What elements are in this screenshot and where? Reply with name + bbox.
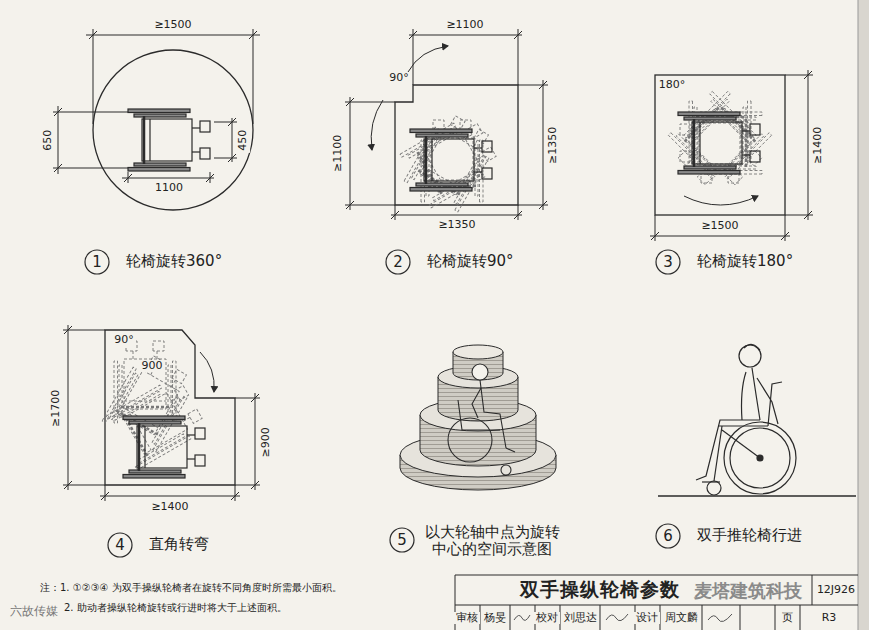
wheelchair-side-view — [658, 344, 856, 496]
callout-number: 6 — [655, 523, 681, 549]
dimension-text: ≥1500 — [699, 220, 740, 233]
panel-corner — [63, 325, 260, 501]
dimension-text: 注：1. ①②③④ 为双手操纵轮椅者在旋转不同角度时所需最小面积。 — [38, 582, 344, 594]
callout-number: 3 — [655, 249, 681, 275]
callout-text: 6 — [663, 529, 673, 544]
dimension-text: ≥900 — [260, 425, 273, 459]
dimension-text: ≥1400 — [813, 124, 826, 165]
dimension-text: ≥1400 — [149, 501, 190, 514]
dimension-text: 周文麟 — [663, 612, 700, 625]
dimension-text: 六故传媒 — [8, 605, 60, 619]
dimension-text: 180° — [657, 79, 688, 92]
dimension-text: 杨旻 — [482, 612, 508, 625]
callout-text: 4 — [115, 538, 125, 553]
dimension-text: 1100 — [153, 182, 185, 195]
title-block — [455, 575, 858, 630]
drawing-title: 双手操纵轮椅参数 — [518, 579, 682, 601]
dimension-text: 校对 — [534, 612, 560, 625]
wheelchair-rotated — [404, 110, 499, 212]
dimension-text: 450 — [237, 127, 250, 152]
callout-number: 1 — [84, 249, 110, 275]
dimension-text: 2. 助动者操纵轮椅旋转或行进时将大于上述面积。 — [62, 602, 289, 614]
wheelchair-plan — [678, 112, 760, 174]
dimension-text: ≥1100 — [444, 19, 485, 32]
dimension-text: 90° — [112, 334, 136, 347]
dimension-text: 刘思达 — [562, 612, 599, 625]
dimension-text: 12J926 — [815, 584, 857, 597]
wheelchair-user-sketch — [448, 364, 515, 475]
wheelchair-plan — [410, 129, 492, 191]
panel-360 — [53, 29, 260, 210]
callout-number: 2 — [385, 249, 411, 275]
dimension-text: 审核 — [454, 612, 480, 625]
binding-strip — [858, 0, 869, 630]
panel-180 — [650, 70, 813, 241]
figure-caption: 双手推轮椅行进 — [695, 527, 804, 544]
dimension-text: ≥1500 — [152, 19, 193, 32]
dimension-text: ≥1350 — [436, 219, 477, 232]
dimension-text: 650 — [42, 127, 55, 152]
callout-text: 1 — [92, 255, 102, 270]
wheelchair-plan — [123, 416, 205, 478]
callout-text: 2 — [393, 255, 403, 270]
callout-number: 5 — [389, 527, 415, 553]
dimension-text: 900 — [140, 360, 165, 373]
panel-90 — [345, 29, 548, 220]
figure-caption: 轮椅旋转90° — [425, 253, 516, 270]
dimension-text: ≥1700 — [51, 387, 64, 428]
dimension-text: 设计 — [634, 612, 660, 625]
figure-caption: 以大轮轴中点为旋转 中心的空间示意图 — [417, 524, 567, 559]
callout-number: 4 — [107, 532, 133, 558]
figure-caption: 轮椅旋转360° — [124, 253, 224, 270]
dimension-text: 90° — [387, 72, 411, 85]
binding-edge — [858, 0, 859, 630]
rotation-space-cylinders — [400, 345, 556, 490]
wheelchair-rotated — [400, 113, 502, 208]
wheelchair-plan — [128, 109, 210, 171]
wheelchair-rotated — [114, 341, 176, 423]
figure-caption: 麦塔建筑科技 — [692, 581, 804, 602]
figure-caption: 轮椅旋转180° — [695, 253, 795, 270]
callout-text: 5 — [397, 533, 407, 548]
dimension-text: R3 — [820, 612, 839, 625]
dimension-text: 页 — [780, 612, 795, 625]
dimension-text: ≥1100 — [333, 132, 346, 173]
dimension-text: ≥1350 — [548, 124, 561, 165]
wheelchair-rotated — [668, 91, 770, 193]
callout-text: 3 — [663, 255, 673, 270]
figure-caption: 直角转弯 — [147, 536, 211, 553]
